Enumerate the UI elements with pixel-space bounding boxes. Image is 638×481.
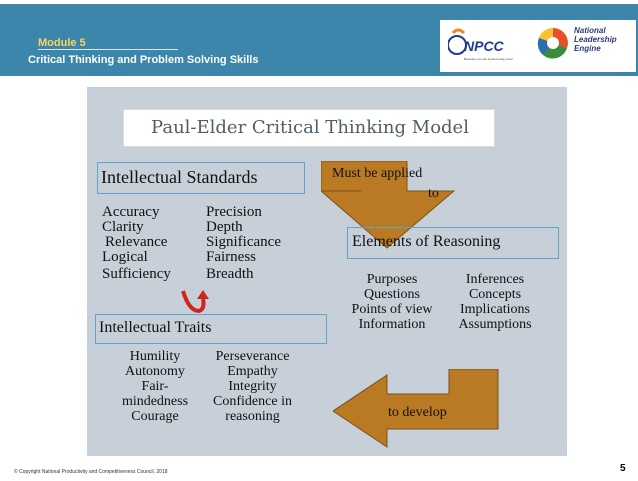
element-item: Information	[358, 317, 426, 332]
header: Module 5 Critical Thinking and Problem S…	[0, 0, 638, 88]
element-item: Implications	[460, 302, 530, 317]
trait-item: Integrity	[228, 379, 277, 394]
nle-wordmark: National Leadership Engine	[574, 26, 617, 53]
national-leadership-engine-logo	[537, 28, 568, 59]
element-item: Questions	[364, 287, 420, 302]
trait-item: mindedness	[121, 394, 189, 409]
module-label: Module 5	[38, 37, 86, 49]
standard-item: Significance	[206, 234, 281, 250]
trait-item: Empathy	[227, 364, 278, 379]
trait-item: Autonomy	[125, 364, 185, 379]
standard-item: Clarity	[102, 219, 144, 235]
model-slide: Paul-Elder Critical Thinking Model Intel…	[87, 87, 567, 456]
module-underline	[38, 49, 178, 50]
copyright-footer: © Copyright National Productivity and Co…	[14, 469, 168, 475]
element-item: Points of view	[351, 302, 433, 317]
trait-item: reasoning	[225, 409, 280, 424]
standard-item: Precision	[206, 204, 262, 220]
standards-box	[97, 162, 305, 194]
applied-label-line-1: Must be applied	[332, 166, 423, 181]
applied-arrow	[321, 161, 455, 249]
header-band: Module 5 Critical Thinking and Problem S…	[0, 4, 638, 76]
applied-label-line-2: to	[428, 186, 439, 201]
develop-arrow	[333, 369, 499, 448]
element-item: Concepts	[468, 287, 522, 302]
trait-item: Confidence in	[213, 394, 292, 409]
standard-item: Relevance	[105, 234, 168, 250]
elements-label: Elements of Reasoning	[352, 233, 501, 250]
standards-column-1: Accuracy Clarity Relevance Logical Suffi…	[102, 205, 171, 282]
standard-item: Fairness	[206, 249, 256, 265]
page-number: 5	[620, 463, 626, 474]
npcc-logo: NPCC Because you can impact today, how!	[448, 28, 513, 61]
elements-box	[347, 227, 559, 259]
traits-label: Intellectual Traits	[99, 319, 212, 336]
elements-column-1: Purposes Questions Points of view Inform…	[342, 272, 442, 332]
traits-box	[95, 314, 327, 344]
element-item: Assumptions	[458, 317, 532, 332]
standard-item: Logical	[102, 249, 148, 265]
standard-item: Sufficiency	[102, 266, 171, 282]
curved-red-arrow	[181, 290, 209, 314]
standard-item: Breadth	[206, 266, 254, 282]
standards-label: Intellectual Standards	[101, 167, 258, 187]
traits-column-1: Humility Autonomy Fair- mindedness Coura…	[105, 349, 205, 424]
develop-label: to develop	[388, 405, 447, 420]
trait-item: Fair-	[141, 379, 169, 394]
element-item: Purposes	[366, 272, 418, 287]
slide-title-box: Paul-Elder Critical Thinking Model	[123, 109, 495, 147]
npcc-logo-text: NPCC	[464, 38, 505, 54]
npcc-tagline: Because you can impact today, how!	[464, 57, 513, 61]
elements-column-2: Inferences Concepts Implications Assumpt…	[439, 272, 551, 332]
trait-item: Courage	[131, 409, 179, 424]
slide-title: Paul-Elder Critical Thinking Model	[151, 117, 469, 138]
standard-item: Depth	[206, 219, 243, 235]
trait-item: Perseverance	[215, 349, 290, 364]
traits-column-2: Perseverance Empathy Integrity Confidenc…	[200, 349, 305, 424]
trait-item: Humility	[129, 349, 181, 364]
standards-column-2: Precision Depth Significance Fairness Br…	[206, 205, 281, 282]
logo-panel: NPCC Because you can impact today, how! …	[440, 20, 636, 72]
standard-item: Accuracy	[102, 204, 160, 220]
element-item: Inferences	[465, 272, 525, 287]
course-subtitle: Critical Thinking and Problem Solving Sk…	[28, 54, 259, 66]
